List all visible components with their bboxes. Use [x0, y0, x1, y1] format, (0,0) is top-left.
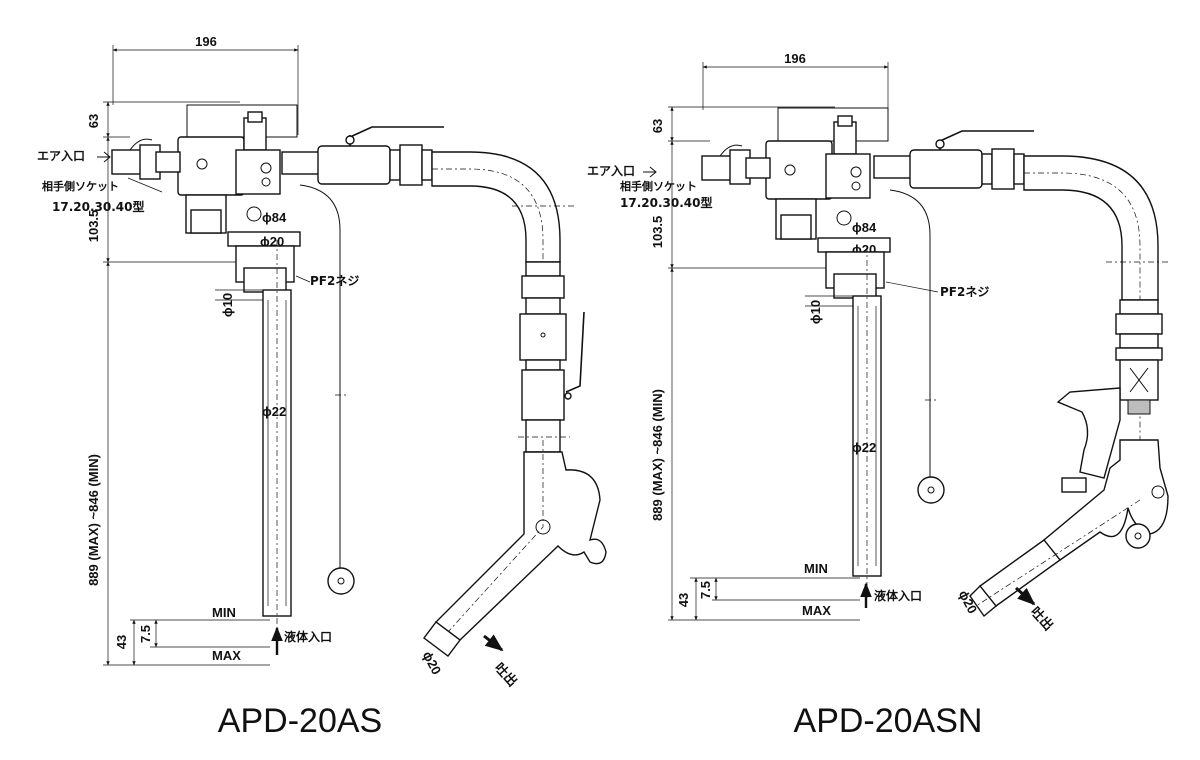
air-inlet-arrow-icon: [97, 151, 111, 163]
thread-label: PF2ネジ: [310, 274, 359, 288]
dim-nozzle-diameter: ϕ20: [420, 649, 445, 677]
diagram-apd-20as: 196 63 103.5 889 (MAX) ~846 (MIN) 43 7.5…: [37, 34, 607, 740]
dim-diameter-22: ϕ22: [852, 440, 876, 455]
discharge-label: 吐出: [1027, 604, 1056, 634]
dim-diameter-10: ϕ10: [808, 300, 823, 324]
dim-mid-height: 103.5: [86, 210, 101, 243]
socket-type-label: 17.20.30.40型: [620, 195, 712, 210]
thread-label: PF2ネジ: [940, 285, 989, 299]
socket-type-label: 17.20.30.40型: [52, 199, 144, 214]
discharge-arrow-icon: [483, 634, 504, 652]
liquid-inlet-label: 液体入口: [874, 588, 922, 603]
dim-width: 196: [195, 34, 217, 49]
min-label: MIN: [804, 561, 828, 576]
discharge-arrow-icon: [1015, 586, 1036, 606]
dim-width: 196: [784, 51, 806, 66]
dim-bottom-small: 7.5: [698, 581, 713, 599]
dim-top-height: 63: [86, 114, 101, 128]
max-label: MAX: [802, 603, 831, 618]
air-inlet-label: エア入口: [37, 149, 85, 163]
air-inlet-label: エア入口: [587, 164, 635, 178]
dim-top-height: 63: [650, 119, 665, 133]
model-title: APD-20ASN: [794, 702, 983, 740]
dim-bottom-small: 7.5: [138, 625, 153, 643]
diagram-apd-20asn: 196 63 103.5 889 (MAX) ~846 (MIN) 43 7.5…: [587, 51, 1170, 740]
max-label: MAX: [212, 648, 241, 663]
dim-stroke-height: 889 (MAX) ~846 (MIN): [86, 454, 101, 586]
socket-label: 相手側ソケット: [42, 179, 119, 193]
air-inlet-arrow-icon: [643, 166, 657, 178]
dim-bottom-height: 43: [114, 635, 129, 649]
min-label: MIN: [212, 605, 236, 620]
model-title: APD-20AS: [218, 702, 382, 740]
discharge-label: 吐出: [491, 660, 520, 690]
dim-diameter-22: ϕ22: [262, 404, 286, 419]
liquid-inlet-label: 液体入口: [284, 629, 332, 644]
dim-diameter-20: ϕ20: [260, 234, 284, 249]
dim-diameter-84: ϕ84: [852, 220, 877, 235]
dim-stroke-height: 889 (MAX) ~846 (MIN): [650, 389, 665, 521]
dim-diameter-10: ϕ10: [220, 293, 235, 317]
dim-bottom-height: 43: [676, 593, 691, 607]
dim-diameter-84: ϕ84: [262, 210, 287, 225]
socket-label: 相手側ソケット: [620, 179, 697, 193]
dim-mid-height: 103.5: [650, 216, 665, 249]
